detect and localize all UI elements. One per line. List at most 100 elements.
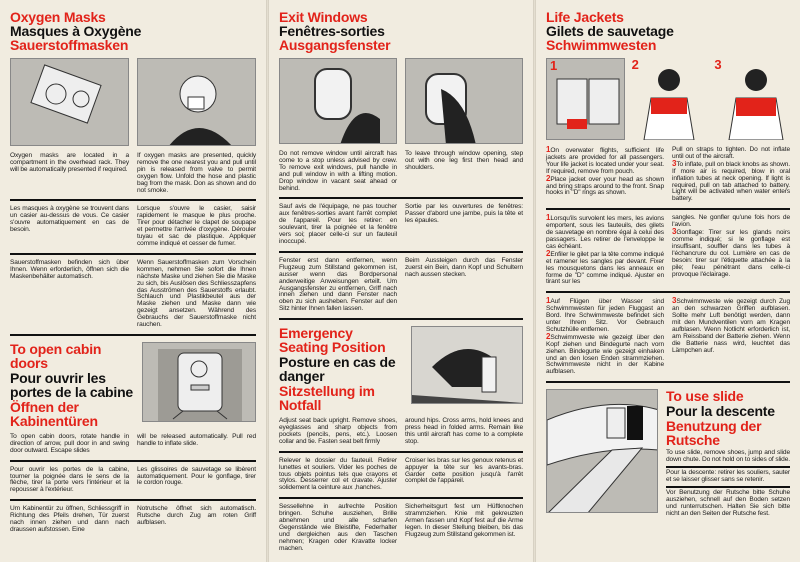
oxygen-fr-right: Lorsque s'ouvre le casier, saisir rapide… <box>137 205 256 247</box>
doors-en-row: To open cabin doors, rotate handle in di… <box>10 431 256 458</box>
panel-windows-seating: Exit Windows Fenêtres-sorties Ausgangsfe… <box>269 0 533 562</box>
step-number: 2 <box>546 173 551 183</box>
slide-fr: Pour la descente: retirer les souliers, … <box>666 469 790 483</box>
seating-de-right: Sicherheitsgurt fest um Hüftknochen stra… <box>405 503 523 538</box>
divider <box>279 318 523 321</box>
jacket-inflating-illustration: 3 <box>711 58 790 140</box>
title-fr: Fenêtres-sorties <box>279 23 385 39</box>
jackets-fr-row: 1Lorsqu'ils survolent les mers, les avio… <box>546 212 790 289</box>
step-number: 2 <box>546 331 551 341</box>
doors-title-en: To open cabin doors <box>10 340 102 371</box>
divider <box>546 208 790 211</box>
windows-de-right: Beim Aussteigen durch das Fenster zuerst… <box>405 256 523 278</box>
seating-de-row: Sessellehne in aufrechte Position bringe… <box>279 501 523 555</box>
divider <box>546 381 790 384</box>
brace-position-illustration <box>411 326 523 405</box>
divider <box>10 499 256 502</box>
seating-de-left: Sessellehne in aufrechte Position bringe… <box>279 503 397 552</box>
oxygen-de-right: Wenn Sauerstoffmasken zum Vorschein komm… <box>137 258 256 329</box>
divider <box>10 333 256 336</box>
step-number: 3 <box>672 296 677 306</box>
fold-line <box>266 0 269 562</box>
slide-de: Vor Benutzung der Rutsche bitte Schuhe a… <box>666 488 790 517</box>
windows-fr-left: Sauf avis de l'équipage, ne pas toucher … <box>279 203 397 245</box>
oxygen-de-left: Sauerstoffmasken befinden sich über Ihne… <box>10 258 129 280</box>
jacket-donning-illustration: 2 <box>628 58 708 140</box>
seating-en-row: Adjust seat back upright. Remove shoes, … <box>279 415 523 449</box>
doors-fr-left: Pour ouvrir les portes de la cabine, tou… <box>10 465 129 494</box>
jackets-en-2b: Pull on straps to tighten. Do not inflat… <box>672 146 790 160</box>
doors-fr-right: Les glissoires de sauvetage se libèrent … <box>137 465 256 487</box>
jacket-illustrations: 1 2 3 <box>546 58 790 140</box>
step-number: 1 <box>546 213 551 223</box>
oxygen-en-row: Oxygen masks are located in a compartmen… <box>10 150 256 197</box>
title-en: Exit Windows <box>279 9 368 25</box>
mask-donning-illustration <box>137 58 256 146</box>
seating-en-left: Adjust seat back upright. Remove shoes, … <box>279 417 397 445</box>
windows-en-right: To leave through window opening, step ou… <box>405 150 523 171</box>
jackets-de-1: Auf Flügen über Wasser sind Schwimmweste… <box>546 298 664 333</box>
divider <box>10 252 256 255</box>
oxygen-compartment-illustration <box>10 58 129 146</box>
seating-title-fr: Posture en cas de danger <box>279 354 396 385</box>
title-de: Ausgangsfenster <box>279 37 391 53</box>
step-number: 3 <box>672 158 677 168</box>
slide-en: To use slide, remove shoes, jump and sli… <box>666 449 790 464</box>
windows-en-left: Do not remove window until aircraft has … <box>279 150 397 192</box>
doors-fr-row: Pour ouvrir les portes de la cabine, tou… <box>10 464 256 498</box>
divider <box>279 497 523 500</box>
windows-fr-right: Sortie par les ouvertures de fenêtres: P… <box>405 203 523 225</box>
slide-title-de: Benutzung der Rutsche <box>666 418 762 449</box>
window-removal-illustration <box>279 58 397 144</box>
doors-de-row: Um Kabinentür zu öffnen, Schliessgriff i… <box>10 503 256 537</box>
windows-en-row: Do not remove window until aircraft has … <box>279 148 523 195</box>
seating-title-en: Emergency Seating Position <box>279 325 386 356</box>
windows-de-left: Fenster erst dann entfernen, wenn Flugze… <box>279 256 397 313</box>
title-de: Sauerstoffmasken <box>10 37 129 53</box>
jackets-de-row: 1Auf Flügen über Wasser sind Schwimmwest… <box>546 295 790 379</box>
jackets-fr-2b: sangles. Ne gonfler qu'une fois hors de … <box>672 214 790 229</box>
jackets-de-2: Schwimmweste wie gezeigt über den Kopf z… <box>546 333 664 376</box>
step-number: 3 <box>714 58 722 72</box>
doors-en-left: To open cabin doors, rotate handle in di… <box>10 432 129 454</box>
divider <box>10 199 256 202</box>
title-fr: Masques à Oxygène <box>10 23 142 39</box>
windows-illustrations <box>279 58 523 144</box>
window-exit-illustration <box>405 58 523 144</box>
title-en: Oxygen Masks <box>10 9 106 25</box>
doors-title-de: Öffnen der Kabinentüren <box>10 398 98 429</box>
divider <box>279 197 523 200</box>
step-number: 1 <box>550 58 558 73</box>
seating-en-right: around hips. Cross arms, hold knees and … <box>405 417 523 445</box>
panel-jackets-slide: Life Jackets Gilets de sauvetage Schwimm… <box>536 0 800 562</box>
seating-title-de: Sitzstellung im Notfall <box>279 383 375 414</box>
jacket-under-seat-illustration: 1 <box>546 58 625 140</box>
doors-title-fr: Pour ouvrir les portes de la cabine <box>10 369 134 400</box>
doors-section: To open cabin doors Pour ouvrir les port… <box>10 340 256 429</box>
divider <box>666 485 790 488</box>
oxygen-en-left: Oxygen masks are located in a compartmen… <box>10 152 129 173</box>
jackets-fr-2: Enfiler le gilet par la tête comme indiq… <box>546 250 664 286</box>
step-number: 1 <box>546 145 551 154</box>
divider <box>10 459 256 462</box>
title-de: Schwimmwesten <box>546 37 657 53</box>
seating-section: Emergency Seating Position Posture en ca… <box>279 326 523 413</box>
seating-fr-left: Relever le dossier du fauteuil. Retirer … <box>279 456 397 492</box>
windows-fr-row: Sauf avis de l'équipage, ne pas toucher … <box>279 201 523 248</box>
title-en: Life Jackets <box>546 9 624 25</box>
oxygen-illustrations <box>10 58 256 146</box>
slide-section: To use slide Pour la descente Benutzung … <box>546 389 790 517</box>
doors-en-right: will be released automatically. Pull red… <box>137 432 256 447</box>
oxygen-fr-row: Les masques à oxygène se trouvent dans u… <box>10 203 256 250</box>
step-number: 2 <box>631 58 639 72</box>
divider <box>546 291 790 294</box>
step-number: 1 <box>546 296 551 306</box>
oxygen-de-row: Sauerstoffmasken befinden sich über Ihne… <box>10 257 256 332</box>
divider <box>279 450 523 453</box>
jackets-en-2: Place jacket over your head as shown and… <box>546 175 664 197</box>
seating-fr-right: Croiser les bras sur les genoux retenus … <box>405 456 523 485</box>
divider <box>279 250 523 253</box>
oxygen-fr-left: Les masques à oxygène se trouvent dans u… <box>10 205 129 234</box>
jackets-de-3: Schwimmweste wie gezeigt durch Zug an de… <box>672 298 790 354</box>
windows-de-row: Fenster erst dann entfernen, wenn Flugze… <box>279 255 523 316</box>
